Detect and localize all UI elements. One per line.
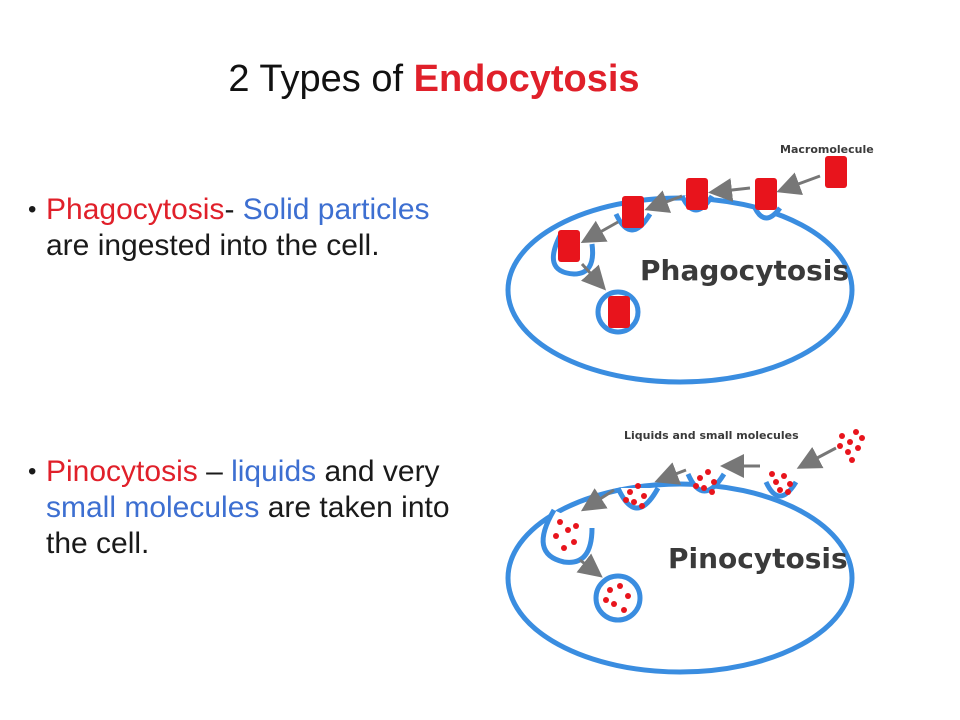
- cell-membrane: [505, 195, 855, 385]
- title-prefix: 2 Types of: [228, 58, 414, 100]
- bullet-term: Phagocytosis: [46, 193, 225, 226]
- pinocytosis-diagram: Liquids and small molecules Pinocytosis: [505, 429, 865, 675]
- arrow: [644, 190, 683, 213]
- bullet-body-end: are taken into the cell.: [46, 491, 450, 560]
- arrow: [654, 462, 687, 485]
- molecule-cluster: [553, 519, 579, 551]
- molecule-cluster: [623, 483, 647, 509]
- particle: [608, 296, 630, 328]
- molecule-cluster: [693, 469, 717, 495]
- cell-membrane: [505, 481, 855, 675]
- bullet-highlight: Solid particles: [242, 193, 430, 226]
- bullet-dot: •: [28, 458, 37, 485]
- molecule-cluster: [603, 583, 631, 613]
- bullet-phagocytosis: • Phagocytosis- Solid particles are inge…: [28, 192, 480, 264]
- bullet-term: Pinocytosis: [46, 455, 198, 488]
- bullet-body: and very: [316, 455, 440, 488]
- title-emphasis: Endocytosis: [413, 58, 640, 100]
- particle: [755, 178, 777, 210]
- diagram-label: Phagocytosis: [640, 254, 849, 287]
- molecule-cluster: [837, 429, 865, 463]
- membrane-pocket: [752, 206, 782, 221]
- bullet-separator: –: [197, 455, 232, 488]
- particle: [558, 230, 580, 262]
- slide-title: 2 Types of Endocytosis: [0, 58, 868, 101]
- arrow: [576, 553, 603, 578]
- particle: [686, 178, 708, 210]
- particle: [825, 156, 847, 188]
- bullet-text: Pinocytosis – liquids and very small mol…: [28, 454, 480, 562]
- bullet-pinocytosis: • Pinocytosis – liquids and very small m…: [28, 454, 480, 562]
- bullet-separator: -: [224, 193, 243, 226]
- membrane-pocket: [540, 508, 595, 565]
- bullet-dot: •: [28, 196, 37, 223]
- arrow: [580, 220, 619, 243]
- arrow: [580, 262, 607, 291]
- bullet-text: Phagocytosis- Solid particles are ingest…: [28, 192, 480, 264]
- vesicle: [593, 573, 643, 623]
- diagram-label: Pinocytosis: [668, 542, 848, 575]
- particle: [622, 196, 644, 228]
- arrow: [776, 172, 821, 196]
- annotation-label: Liquids and small molecules: [624, 429, 799, 442]
- bullet-highlight: liquids: [231, 455, 317, 488]
- bullet-highlight-2: small molecules: [46, 491, 260, 524]
- arrow: [708, 178, 751, 202]
- phagocytosis-diagram: Macromolecule Phagocytosis: [505, 143, 874, 385]
- molecule-cluster: [769, 471, 793, 495]
- bullet-body: are ingested into the cell.: [46, 229, 380, 262]
- arrow: [580, 488, 615, 512]
- annotation-label: Macromolecule: [780, 143, 874, 156]
- arrow: [796, 446, 837, 469]
